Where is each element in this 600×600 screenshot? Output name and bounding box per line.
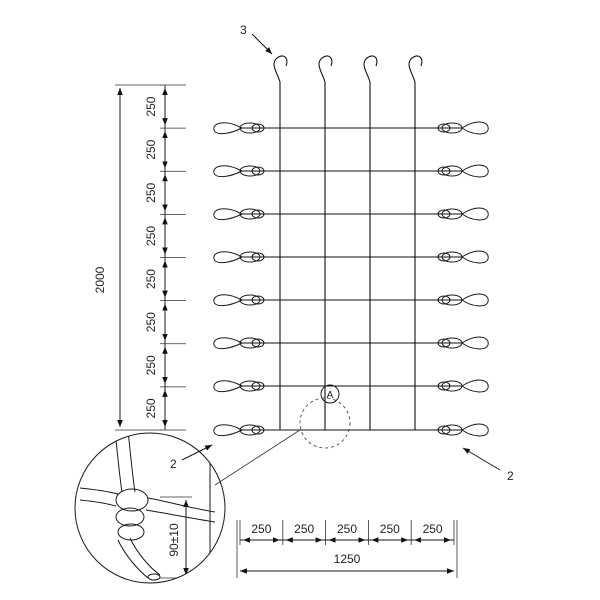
left-rope-loop <box>213 380 243 393</box>
rope-hook <box>363 55 378 83</box>
right-rope-loop <box>461 250 489 264</box>
part-2-right-callout: 2 <box>462 447 514 483</box>
right-knot <box>437 123 451 133</box>
left-knot <box>239 424 261 436</box>
horizontal-segment-labels: 250 250 250 250 250 <box>239 520 455 545</box>
left-knot <box>251 123 265 133</box>
vertical-segment-label: 250 <box>144 398 158 418</box>
horizontal-segment-label: 250 <box>423 522 443 536</box>
right-rope-loop <box>461 336 489 350</box>
horizontal-segment-label: 250 <box>294 522 314 536</box>
right-knot <box>437 252 451 262</box>
right-knot <box>437 381 451 391</box>
right-knot <box>437 209 451 219</box>
right-knot <box>441 380 463 392</box>
vertical-segment-label: 250 <box>144 226 158 246</box>
right-knot <box>437 425 451 435</box>
left-knot <box>251 338 265 348</box>
left-knot <box>251 252 265 262</box>
right-knot <box>441 294 463 306</box>
left-knot <box>239 165 261 177</box>
horizontal-total-label: 1250 <box>334 552 361 566</box>
part-2-left-label: 2 <box>170 457 177 471</box>
left-knot <box>239 208 261 220</box>
detail-view: 90±10 <box>74 432 226 584</box>
horizontal-dimension: 250 250 250 250 250 1250 <box>236 520 458 578</box>
right-knot <box>437 338 451 348</box>
left-knot <box>239 380 261 392</box>
detail-a-marker: A <box>214 384 351 486</box>
right-knot <box>441 424 463 436</box>
right-knot <box>441 251 463 263</box>
vertical-dimension: 2000 250 250 250 250 250 250 250 250 <box>93 84 186 431</box>
vertical-segment-label: 250 <box>144 312 158 332</box>
right-knot <box>441 122 463 134</box>
right-knot <box>437 295 451 305</box>
part-3-label: 3 <box>240 23 247 37</box>
vertical-segment-label: 250 <box>144 139 158 159</box>
right-knot <box>441 208 463 220</box>
right-rope-loop <box>461 293 489 307</box>
rope-hook <box>273 55 288 83</box>
part-2-right-label: 2 <box>507 469 514 483</box>
right-rope-loop <box>461 423 489 437</box>
right-knot <box>441 165 463 177</box>
left-knot <box>251 166 265 176</box>
left-rope-loop <box>213 337 243 350</box>
right-rope-loop <box>461 164 489 178</box>
rope-hook <box>408 55 423 83</box>
horizontal-segment-label: 250 <box>251 522 271 536</box>
top-hooks <box>273 55 423 83</box>
right-knot <box>441 337 463 349</box>
part-2-left-callout: 2 <box>170 444 213 471</box>
part-3-callout: 3 <box>240 23 273 55</box>
left-rope-loop <box>213 165 243 178</box>
left-rope-loop <box>213 251 243 264</box>
rope-hook <box>318 55 333 83</box>
left-knot <box>251 209 265 219</box>
left-rope-loop <box>213 122 243 135</box>
vertical-segment-label: 250 <box>144 269 158 289</box>
horizontal-segment-label: 250 <box>380 522 400 536</box>
left-rope-loop <box>213 294 243 307</box>
right-rope-loop <box>461 207 489 221</box>
detail-a-label: A <box>327 390 334 401</box>
vertical-segment-label: 250 <box>144 355 158 375</box>
right-knot <box>437 166 451 176</box>
left-knot <box>239 294 261 306</box>
tolerance-label: 90±10 <box>167 523 181 557</box>
side-loops <box>213 121 489 437</box>
vertical-total-label: 2000 <box>93 266 107 293</box>
vertical-segment-label: 250 <box>144 182 158 202</box>
vertical-segment-label: 250 <box>144 96 158 116</box>
right-rope-loop <box>461 379 489 393</box>
left-knot <box>239 251 261 263</box>
left-rope-loop <box>213 424 243 437</box>
left-knot <box>251 295 265 305</box>
net-grid <box>242 82 462 431</box>
vertical-segment-labels: 250 250 250 250 250 250 250 250 <box>144 84 186 431</box>
left-knot <box>239 337 261 349</box>
horizontal-segment-label: 250 <box>337 522 357 536</box>
right-rope-loop <box>461 121 489 135</box>
left-knot <box>251 425 265 435</box>
left-rope-loop <box>213 208 243 221</box>
left-knot <box>239 122 261 134</box>
left-knot <box>251 381 265 391</box>
